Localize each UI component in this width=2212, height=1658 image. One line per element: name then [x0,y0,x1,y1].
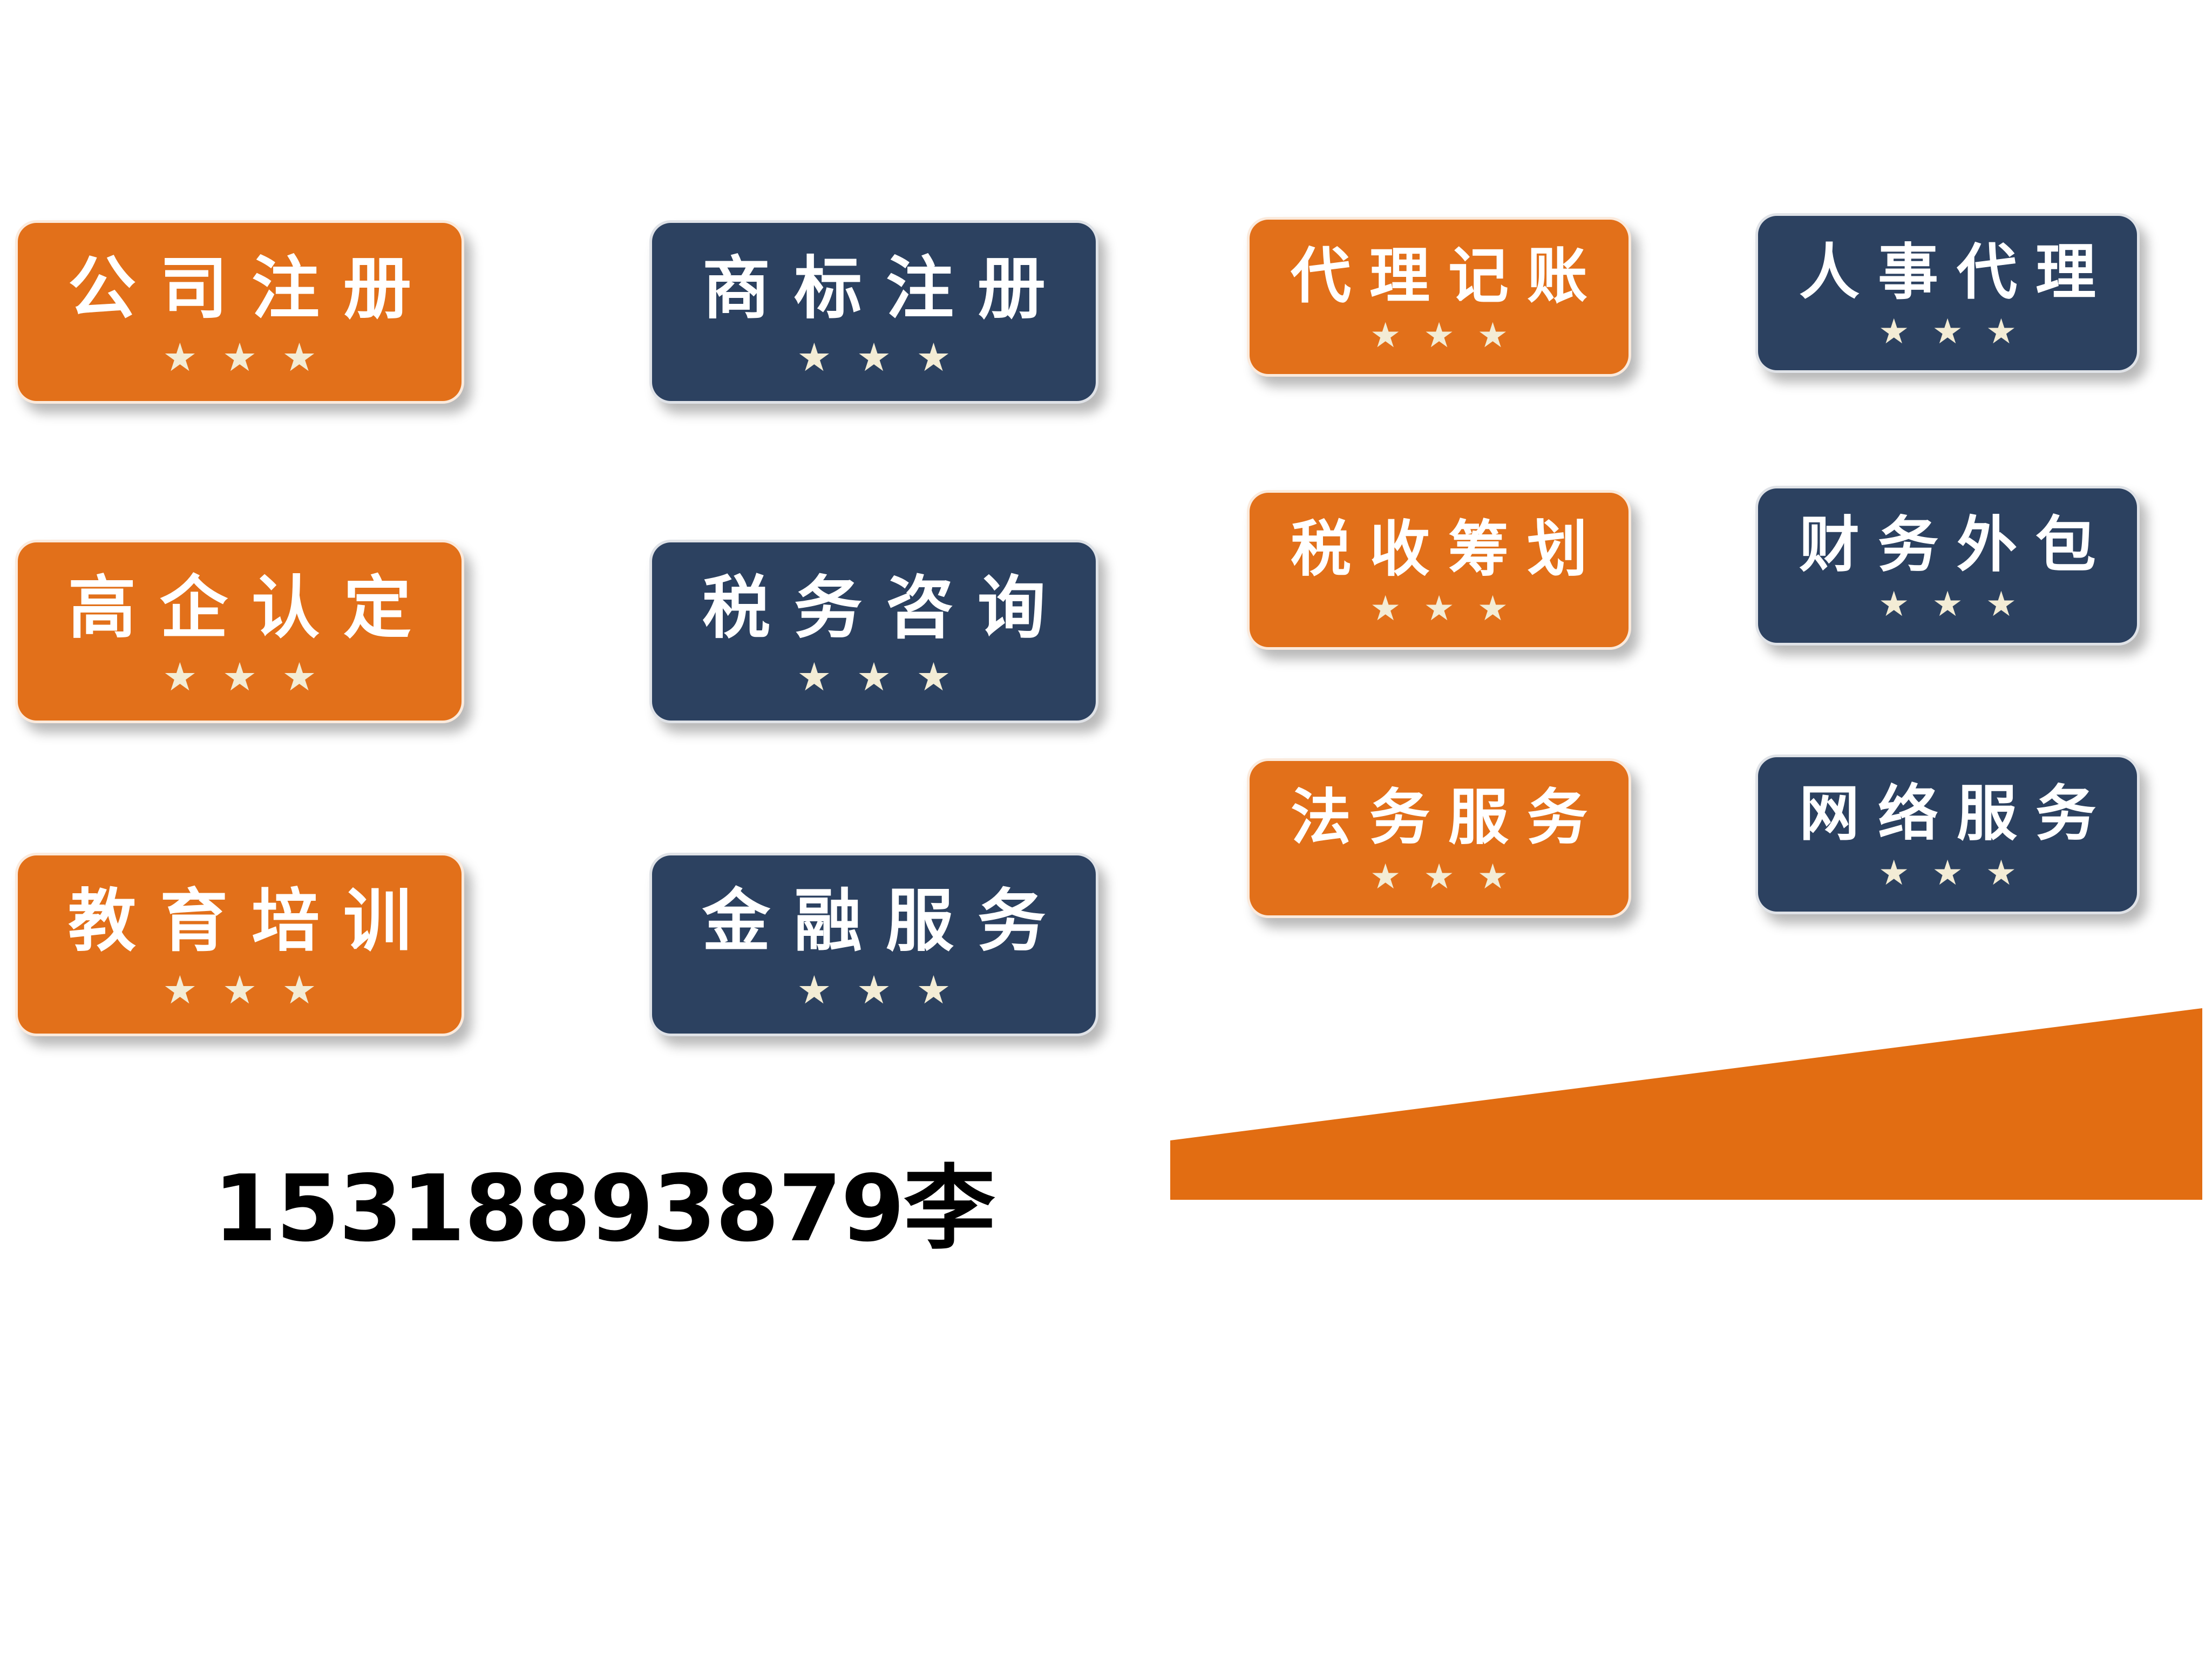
service-card-legal-services[interactable]: 法务服务 ★★★ [1247,758,1631,918]
service-card-company-registration[interactable]: 公司注册 ★★★ [15,220,464,404]
rating-stars: ★★★ [162,654,342,699]
contact-phone: 15318893879李 [213,1156,995,1262]
wedge-shape [1170,1008,2202,1200]
service-card-high-tech-certification[interactable]: 高企认定 ★★★ [15,540,464,723]
service-card-trademark-registration[interactable]: 商标注册 ★★★ [649,220,1098,404]
service-card-financial-outsourcing[interactable]: 财务外包 ★★★ [1755,486,2140,645]
rating-stars: ★★★ [1369,857,1531,897]
service-card-bookkeeping[interactable]: 代理记账 ★★★ [1247,217,1631,377]
service-card-tax-planning[interactable]: 税收筹划 ★★★ [1247,490,1631,650]
service-card-title: 高企认定 [68,568,435,648]
service-card-title: 财务外包 [1799,510,2114,580]
rating-stars: ★★★ [1878,585,2040,624]
service-card-title: 代理记账 [1291,241,1606,311]
rating-stars: ★★★ [162,335,342,380]
rating-stars: ★★★ [1369,316,1531,356]
service-card-tax-consulting[interactable]: 税务咨询 ★★★ [649,540,1098,723]
service-card-hr-agency[interactable]: 人事代理 ★★★ [1755,213,2140,373]
service-card-title: 人事代理 [1799,237,2114,308]
service-card-title: 税收筹划 [1291,514,1606,585]
service-card-education-training[interactable]: 教育培训 ★★★ [15,853,464,1036]
service-card-financial-services[interactable]: 金融服务 ★★★ [649,853,1098,1036]
rating-stars: ★★★ [797,654,976,699]
service-card-title: 税务咨询 [702,568,1069,648]
service-card-title: 公司注册 [68,249,435,328]
rating-stars: ★★★ [797,967,976,1013]
rating-stars: ★★★ [1878,312,2040,352]
service-card-title: 网络服务 [1799,779,2114,849]
rating-stars: ★★★ [1878,853,2040,893]
decorative-orange-wedge [1170,1008,2202,1200]
rating-stars: ★★★ [1369,589,1531,629]
rating-stars: ★★★ [162,967,342,1013]
service-card-title: 法务服务 [1291,783,1606,853]
service-card-network-services[interactable]: 网络服务 ★★★ [1755,755,2140,914]
service-card-title: 金融服务 [702,881,1069,961]
rating-stars: ★★★ [797,335,976,380]
service-card-title: 商标注册 [702,249,1069,328]
service-card-title: 教育培训 [68,881,435,961]
